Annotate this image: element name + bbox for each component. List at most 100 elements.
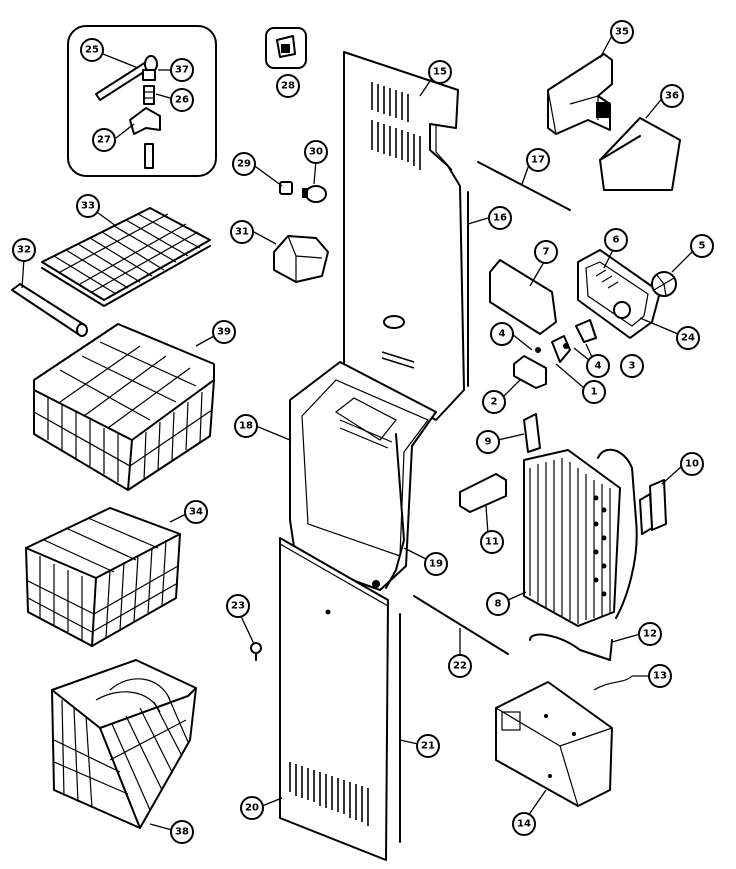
part-14-box bbox=[495, 681, 613, 807]
part-35-bracket bbox=[547, 53, 613, 135]
callout-33: 33 bbox=[76, 194, 100, 218]
callout-25: 25 bbox=[80, 38, 104, 62]
callout-label: 1 bbox=[591, 387, 598, 398]
callout-label: 10 bbox=[685, 459, 699, 470]
part-29-30-bulb bbox=[279, 181, 327, 203]
callout-17: 17 bbox=[526, 148, 550, 172]
callout-label: 7 bbox=[543, 247, 550, 258]
callout-label: 27 bbox=[97, 135, 111, 146]
callout-label: 21 bbox=[421, 741, 435, 752]
callout-label: 30 bbox=[309, 147, 323, 158]
parts-9-10-11 bbox=[459, 413, 667, 535]
callout-13: 13 bbox=[648, 664, 672, 688]
callout-4a: 4 bbox=[490, 322, 514, 346]
callout-label: 33 bbox=[81, 201, 95, 212]
callout-label: 26 bbox=[175, 95, 189, 106]
callout-10: 10 bbox=[680, 452, 704, 476]
callout-label: 39 bbox=[217, 327, 231, 338]
callout-label: 2 bbox=[491, 397, 498, 408]
callout-26: 26 bbox=[170, 88, 194, 112]
callout-label: 4 bbox=[595, 361, 602, 372]
callout-label: 31 bbox=[235, 227, 249, 238]
part-33-shelf bbox=[41, 207, 211, 307]
part-6-housing bbox=[577, 249, 661, 339]
callout-label: 9 bbox=[485, 437, 492, 448]
part-31-light-cover bbox=[273, 235, 329, 283]
callout-label: 6 bbox=[613, 235, 620, 246]
callout-23: 23 bbox=[226, 594, 250, 618]
callout-36: 36 bbox=[660, 84, 684, 108]
callout-label: 3 bbox=[629, 361, 636, 372]
callout-label: 38 bbox=[175, 827, 189, 838]
callout-label: 11 bbox=[485, 537, 499, 548]
callout-label: 18 bbox=[239, 421, 253, 432]
part-19-strip bbox=[385, 433, 405, 589]
callout-16: 16 bbox=[488, 206, 512, 230]
callout-label: 12 bbox=[643, 629, 657, 640]
callout-1: 1 bbox=[582, 380, 606, 404]
callout-24: 24 bbox=[676, 326, 700, 350]
part-8-evaporator bbox=[523, 448, 638, 627]
callout-label: 25 bbox=[85, 45, 99, 56]
callout-19: 19 bbox=[424, 552, 448, 576]
callout-32: 32 bbox=[12, 238, 36, 262]
callout-6: 6 bbox=[604, 228, 628, 252]
part-18-housing bbox=[288, 361, 437, 591]
part-5-fan bbox=[651, 271, 677, 297]
callout-label: 19 bbox=[429, 559, 443, 570]
callout-31: 31 bbox=[230, 220, 254, 244]
callout-label: 32 bbox=[17, 245, 31, 256]
callout-label: 8 bbox=[495, 599, 502, 610]
callout-label: 23 bbox=[231, 601, 245, 612]
callout-12: 12 bbox=[638, 622, 662, 646]
callout-3: 3 bbox=[620, 354, 644, 378]
callout-22: 22 bbox=[448, 654, 472, 678]
inset-box bbox=[67, 25, 217, 177]
part-23-screw bbox=[250, 642, 262, 661]
callout-label: 37 bbox=[175, 65, 189, 76]
callout-11: 11 bbox=[480, 530, 504, 554]
part-22-strip bbox=[413, 595, 509, 655]
callout-35: 35 bbox=[610, 20, 634, 44]
part-36-frame bbox=[599, 117, 681, 191]
part-39-basket bbox=[33, 323, 215, 491]
callout-20: 20 bbox=[240, 796, 264, 820]
callout-4b: 4 bbox=[586, 354, 610, 378]
callout-label: 16 bbox=[493, 213, 507, 224]
callout-label: 36 bbox=[665, 91, 679, 102]
callouts: 25 37 26 27 28 15 35 36 17 16 29 30 33 3… bbox=[12, 20, 714, 844]
part-28-clip bbox=[265, 27, 307, 69]
callout-2: 2 bbox=[482, 390, 506, 414]
callout-8: 8 bbox=[486, 592, 510, 616]
callout-label: 5 bbox=[699, 241, 706, 252]
callout-label: 17 bbox=[531, 155, 545, 166]
callout-9: 9 bbox=[476, 430, 500, 454]
callout-28: 28 bbox=[276, 74, 300, 98]
part-12-13-heater bbox=[529, 633, 633, 691]
callout-14: 14 bbox=[512, 812, 536, 836]
callout-label: 24 bbox=[681, 333, 695, 344]
part-34-basket bbox=[25, 507, 181, 647]
part-38-basket bbox=[51, 659, 197, 829]
callout-7: 7 bbox=[534, 240, 558, 264]
callout-label: 14 bbox=[517, 819, 531, 830]
part-17-strip bbox=[477, 161, 571, 211]
callout-18: 18 bbox=[234, 414, 258, 438]
callout-27: 27 bbox=[92, 128, 116, 152]
callout-38: 38 bbox=[170, 820, 194, 844]
part-7-panel bbox=[489, 259, 557, 335]
callout-37: 37 bbox=[170, 58, 194, 82]
callout-5: 5 bbox=[690, 234, 714, 258]
callout-label: 13 bbox=[653, 671, 667, 682]
part-15-panel bbox=[343, 51, 465, 421]
callout-label: 4 bbox=[499, 329, 506, 340]
part-20-lower-panel bbox=[279, 537, 389, 861]
callout-label: 15 bbox=[433, 67, 447, 78]
callout-29: 29 bbox=[232, 152, 256, 176]
callout-34: 34 bbox=[184, 500, 208, 524]
callout-label: 34 bbox=[189, 507, 203, 518]
callout-39: 39 bbox=[212, 320, 236, 344]
callout-label: 28 bbox=[281, 81, 295, 92]
callout-label: 22 bbox=[453, 661, 467, 672]
